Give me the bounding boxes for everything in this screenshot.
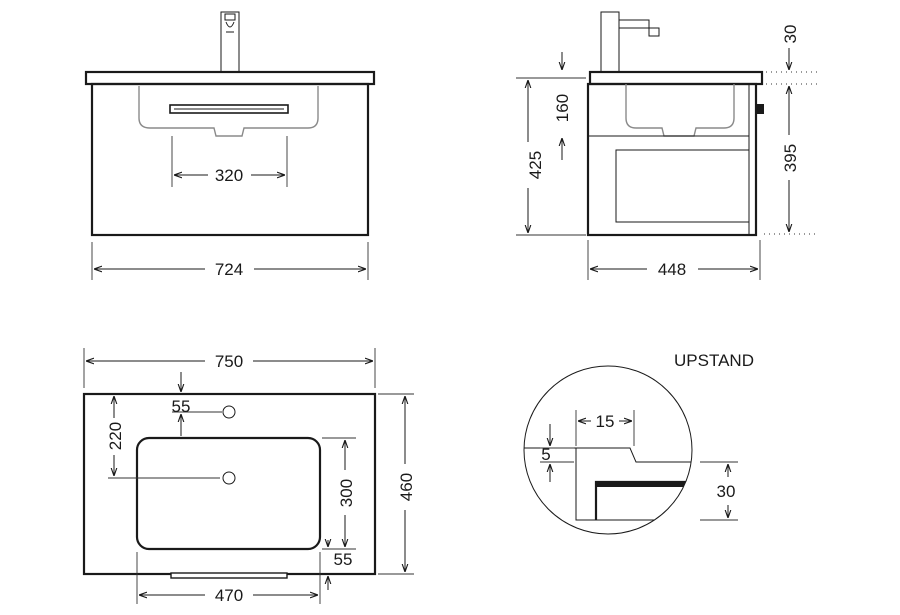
cabinet-front [90,82,370,237]
dim-upstand-thickness: 30 [717,482,736,501]
handle-side [756,104,764,114]
dim-front-width: 724 [215,260,243,279]
basin-plan [135,436,322,551]
front-view: 320 724 [84,11,376,280]
basin-outline-front [138,86,319,137]
top-view: 750 55 220 300 460 55 [82,348,416,605]
dim-basin-offset: 220 [106,422,125,450]
worktop-front [84,70,376,86]
cabinet-side [586,82,758,237]
dim-top-depth: 460 [397,473,416,501]
dim-side-height: 425 [526,151,545,179]
dim-handle-width: 320 [215,166,243,185]
dim-basin-depth: 160 [553,94,572,122]
basin-outline-side [625,84,735,137]
worktop-side [588,70,764,86]
dim-upstand-width: 15 [596,412,615,431]
tap-front [220,11,240,73]
tap-side [600,11,660,73]
dim-drawer-height: 395 [781,144,800,172]
tap-hole [222,405,236,419]
dim-top-width: 750 [215,352,243,371]
dim-side-depth: 448 [658,260,686,279]
upstand-detail: UPSTAND 15 5 30 [523,351,754,535]
dim-basin-width: 470 [215,586,243,605]
basin-waste [222,471,236,485]
upstand-title: UPSTAND [674,351,754,370]
front-edge-strip [170,572,288,579]
dim-top-thickness: 30 [781,25,800,44]
detail-circle [523,365,693,535]
drawer-panel-side [615,149,750,223]
side-view: 448 425 160 30 395 [516,11,818,280]
dim-front-margin: 55 [334,550,353,569]
dim-basin-depth-plan: 300 [337,479,356,507]
dim-upstand-height: 5 [541,445,550,464]
dim-tap-offset: 55 [172,397,191,416]
